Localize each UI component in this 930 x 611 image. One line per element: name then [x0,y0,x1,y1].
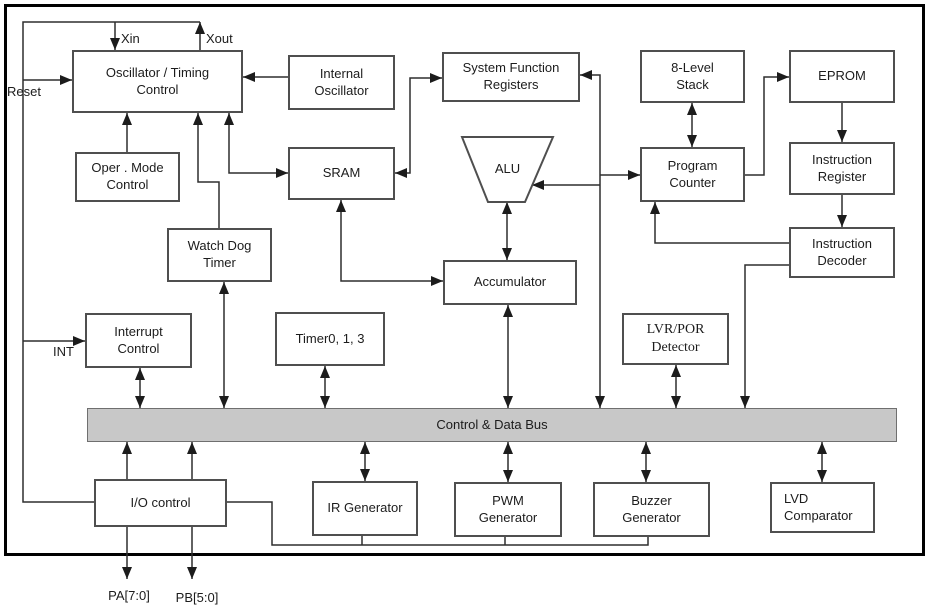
block-internal-oscillator: Internal Oscillator [288,55,395,110]
block-label: PWM Generator [478,492,538,525]
block-label: Instruction Register [812,151,872,184]
block-io-control: I/O control [94,479,227,527]
wire-wdt-to-oscillator [193,113,220,228]
pin-label-reset: Reset [7,84,41,99]
block-oper-mode-control: Oper . Mode Control [75,152,180,202]
pin-label-xout: Xout [206,31,233,46]
block-eprom: EPROM [789,50,895,103]
block-system-function-registers: System Function Registers [442,52,580,102]
wire-oscillator-sram [224,113,288,178]
block-lvr-por-detector: LVR/POR Detector [622,313,729,365]
block-program-counter: Program Counter [640,147,745,202]
block-8-level-stack: 8-Level Stack [640,50,745,103]
block-label: Internal Oscillator [314,65,369,98]
block-label: Oper . Mode Control [91,160,164,192]
pin-label-int: INT [53,344,74,359]
block-alu: ALU [462,137,553,202]
block-label: Timer0, 1, 3 [295,330,365,346]
block-label: Oscillator / Timing Control [105,64,210,97]
pin-label-xin: Xin [121,31,140,46]
wire-sram-sfr [395,73,442,178]
block-label: I/O control [130,494,191,510]
block-timer-0-1-3: Timer0, 1, 3 [275,312,385,366]
block-label: Instruction Decoder [812,235,872,268]
block-ir-generator: IR Generator [312,481,418,536]
block-label: Accumulator [473,274,547,290]
block-label: SRAM [322,165,361,181]
wire-decoder-to-bus [740,264,789,408]
wire-pc-to-eprom [745,72,789,176]
block-sram: SRAM [288,147,395,200]
block-label: 8-Level Stack [671,59,714,92]
wire-left-rail [22,21,200,503]
wire-io-peripheral-route [227,501,649,546]
block-instruction-register: Instruction Register [789,142,895,195]
block-watch-dog-timer: Watch Dog Timer [167,228,272,282]
block-label: System Function Registers [462,60,560,92]
block-label: Program Counter [667,157,718,190]
block-buzzer-generator: Buzzer Generator [593,482,710,537]
wire-decoder-to-pc [650,202,789,244]
pin-label-port-b: PB[5:0] [175,590,219,605]
block-label: EPROM [818,68,866,84]
wire-sram-accumulator [336,200,443,286]
alu-trapezoid [460,136,555,203]
block-label: Interrupt Control [114,323,163,356]
block-pwm-generator: PWM Generator [454,482,562,537]
pin-label-port-a: PA[7:0] [108,588,150,603]
block-label: Buzzer Generator [622,492,681,525]
block-oscillator-timing-control: Oscillator / Timing Control [72,50,243,113]
block-label: LVD Comparator [784,490,853,523]
block-interrupt-control: Interrupt Control [85,313,192,368]
control-data-bus: Control & Data Bus [87,408,897,442]
block-accumulator: Accumulator [443,260,577,305]
block-instruction-decoder: Instruction Decoder [789,227,895,278]
block-label: LVR/POR Detector [646,321,705,355]
block-label: ALU [494,161,521,177]
block-label: Watch Dog Timer [187,238,252,270]
wire-data-rail [580,70,605,408]
block-lvd-comparator: LVD Comparator [770,482,875,533]
bus-label: Control & Data Bus [436,416,548,432]
block-label: IR Generator [327,500,403,516]
